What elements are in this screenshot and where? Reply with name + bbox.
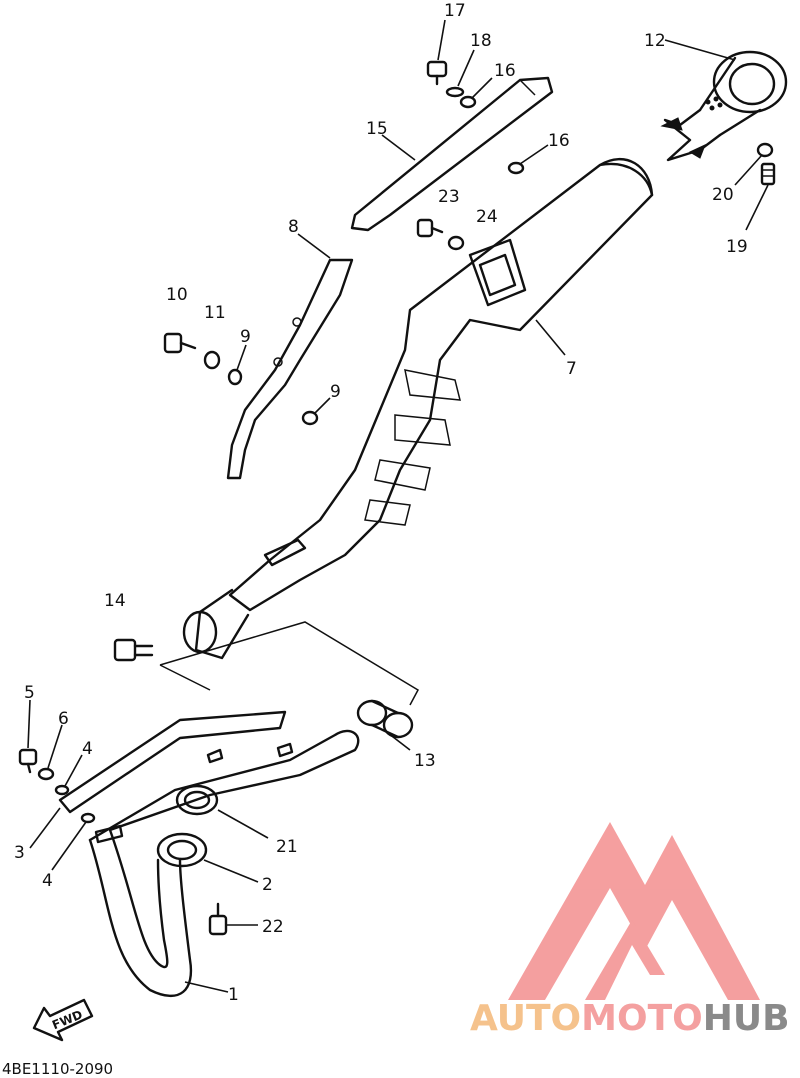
watermark-logo (508, 822, 760, 1000)
part-label-16a: 16 (494, 61, 516, 81)
part-label-16b: 16 (548, 131, 570, 151)
part-label-12: 12 (644, 31, 666, 51)
washer-part-11 (203, 350, 221, 370)
bolt-part-19 (760, 162, 776, 186)
watermark-brand-hub: HUB (703, 998, 790, 1039)
bolt-part-5 (18, 748, 38, 774)
part-label-8: 8 (288, 217, 299, 237)
exhaust-pipe-part (88, 729, 360, 998)
bolt-part-14 (113, 638, 154, 662)
part-label-9a: 9 (240, 327, 251, 347)
part-number-labels: 1 2 3 4 4 5 6 7 8 9 9 10 11 12 13 14 15 … (14, 1, 748, 1005)
part-label-13: 13 (414, 751, 436, 771)
watermark-brand-auto: AUTO (470, 998, 581, 1039)
part-label-3: 3 (14, 843, 25, 863)
part-label-1: 1 (228, 985, 239, 1005)
tail-pipe-part (660, 50, 788, 162)
part-label-5: 5 (24, 683, 35, 703)
part-label-4b: 4 (42, 871, 53, 891)
collar-part-4b (80, 812, 96, 824)
washer-part-20 (756, 142, 774, 158)
washer-part-9a (227, 368, 243, 386)
forward-arrow-icon: FWD (32, 998, 94, 1042)
bolt-part-23 (416, 218, 444, 238)
collar-part-4a (54, 784, 70, 796)
watermark-brand: AUTOMOTOHUB (470, 998, 790, 1039)
watermark-logo-icon (508, 822, 760, 1000)
gasket-part-21 (175, 784, 219, 816)
pipe-protector-part (58, 710, 287, 814)
bolt-part-10 (163, 332, 197, 354)
muffler-part (182, 157, 654, 660)
part-label-15: 15 (366, 119, 388, 139)
part-label-4a: 4 (82, 739, 93, 759)
drawing-code: 4BE1110-2090 (2, 1060, 113, 1078)
part-label-20: 20 (712, 185, 734, 205)
washer-part-6 (37, 767, 55, 781)
part-label-22: 22 (262, 917, 284, 937)
washer-part-18 (445, 86, 465, 98)
part-label-24: 24 (476, 207, 498, 227)
part-label-2: 2 (262, 875, 273, 895)
part-label-7: 7 (566, 359, 577, 379)
washer-part-24 (447, 235, 465, 251)
watermark-brand-moto: MOTO (581, 998, 703, 1039)
collar-part-16a (459, 95, 477, 109)
leader-lines (27, 19, 769, 993)
part-label-14: 14 (104, 591, 126, 611)
part-label-18: 18 (470, 31, 492, 51)
bracket-part (226, 258, 354, 480)
part-label-6: 6 (58, 709, 69, 729)
washer-part-9b (301, 410, 319, 426)
part-label-17: 17 (444, 1, 466, 21)
heat-protector-part (350, 76, 554, 232)
part-label-21: 21 (276, 837, 298, 857)
part-label-10: 10 (166, 285, 188, 305)
assembly-outline (159, 621, 419, 706)
part-label-11: 11 (204, 303, 226, 323)
bolt-part-22 (208, 902, 228, 936)
part-label-23: 23 (438, 187, 460, 207)
part-label-9b: 9 (330, 382, 341, 402)
bolt-part-17 (426, 60, 448, 86)
collar-part-16b (507, 161, 525, 175)
part-label-19: 19 (726, 237, 748, 257)
